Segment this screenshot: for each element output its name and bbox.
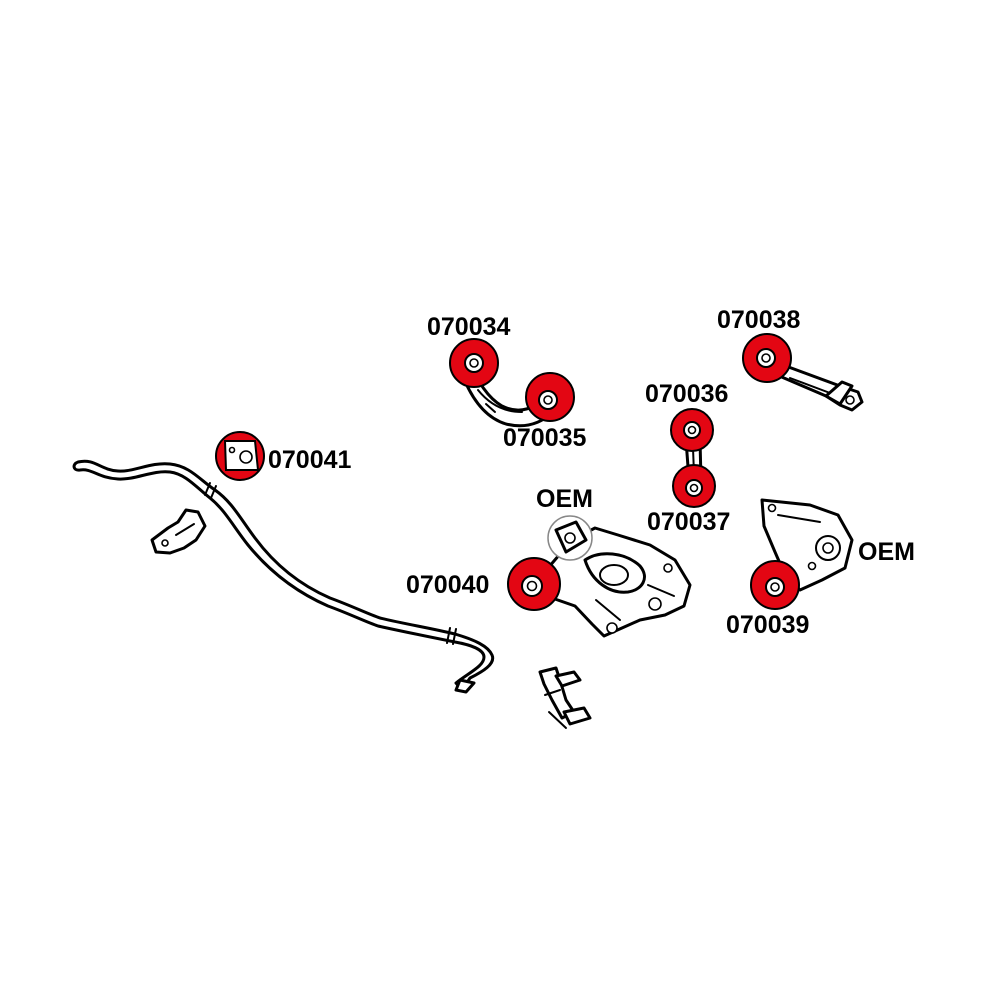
label-070041: 070041	[268, 446, 352, 474]
bushing-070035	[525, 372, 575, 422]
label-070039: 070039	[726, 611, 809, 639]
bushing-070034	[449, 338, 499, 388]
label-070040: 070040	[406, 571, 489, 599]
stabilizer-bar	[72, 459, 495, 694]
stabilizer-bracket	[150, 508, 207, 555]
bushing-070040	[507, 557, 561, 611]
bushing-070041	[215, 431, 265, 481]
bushing-070037	[672, 464, 716, 508]
stabilizer-end-link	[538, 666, 592, 729]
bushing-070036	[670, 408, 714, 452]
oem-bushing-subframe	[547, 515, 593, 561]
label-070037: 070037	[647, 508, 730, 536]
label-070035: 070035	[503, 424, 587, 452]
trailing-link	[768, 360, 864, 412]
bushing-070038	[742, 333, 792, 383]
label-070034: 070034	[427, 313, 511, 341]
label-070038: 070038	[717, 306, 801, 334]
bushing-070039	[750, 560, 800, 610]
label-070036: 070036	[645, 380, 728, 408]
label-oem-knuckle: OEM	[858, 538, 915, 566]
label-oem-subframe: OEM	[536, 485, 593, 513]
